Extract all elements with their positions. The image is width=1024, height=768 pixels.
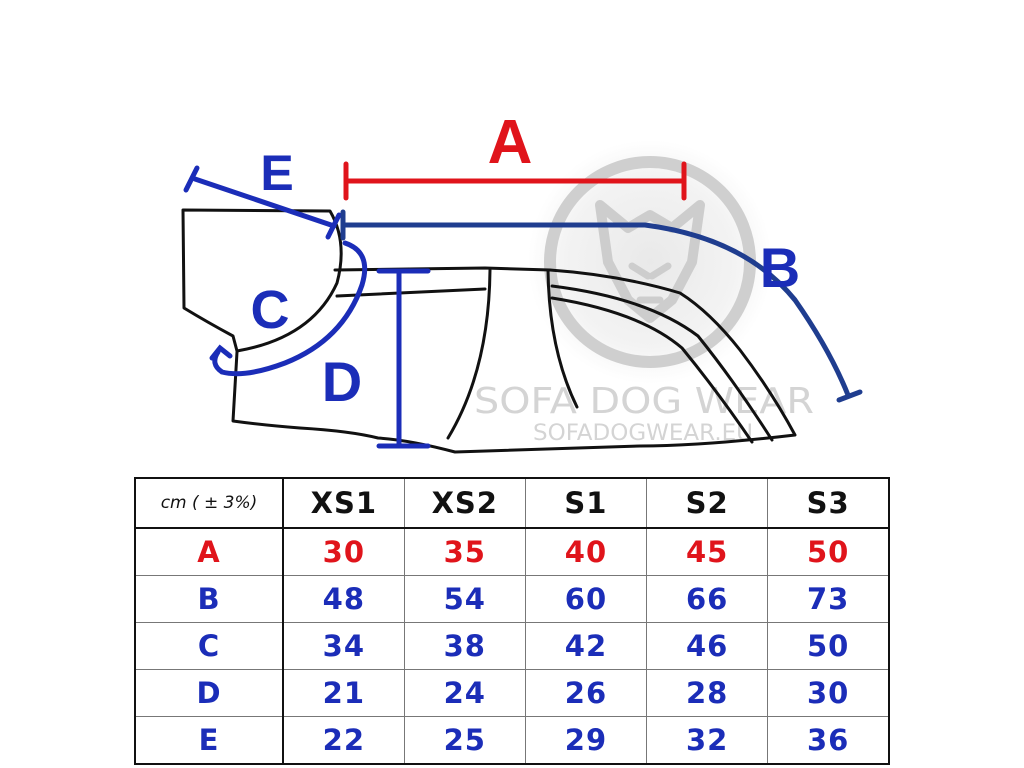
dog-coat-outline <box>181 208 797 454</box>
table-cell: 45 <box>646 527 769 576</box>
label-d: D <box>322 350 362 413</box>
label-c: C <box>251 280 290 340</box>
row-label: D <box>134 669 284 717</box>
table-cell: 50 <box>767 622 890 670</box>
hem-inner-line-2 <box>550 296 754 444</box>
size-header-row: cm ( ± 3%) XS1 XS2 S1 S2 S3 <box>134 477 890 529</box>
size-diagram: SOFA DOG WEAR SOFADOGWEAR.EU E A B C <box>181 108 863 454</box>
neck-band-line <box>335 287 487 298</box>
table-row: D 21 24 26 28 30 <box>134 669 890 717</box>
measure-a <box>343 161 687 201</box>
collar-outline <box>181 208 343 353</box>
table-cell: 32 <box>646 716 769 765</box>
table-row: E 22 25 29 32 36 <box>134 716 890 765</box>
table-cell: 29 <box>524 716 648 765</box>
leg-seam-front <box>446 268 492 440</box>
measure-d <box>376 268 431 449</box>
table-cell: 28 <box>646 669 769 717</box>
label-e: E <box>260 145 293 201</box>
table-cell: 66 <box>646 575 769 623</box>
row-label: E <box>134 716 284 765</box>
table-row: C 34 38 42 46 50 <box>134 622 890 670</box>
row-label: B <box>134 575 284 623</box>
table-cell: 40 <box>524 527 648 576</box>
dog-face-icon-detail <box>628 262 672 304</box>
table-cell: 48 <box>282 575 405 623</box>
table-cell: 54 <box>403 575 526 623</box>
label-a: A <box>488 108 533 177</box>
table-cell: 46 <box>646 622 769 670</box>
size-header: S3 <box>767 477 890 529</box>
table-cell: 36 <box>767 716 890 765</box>
label-b: B <box>760 236 800 299</box>
watermark-glow <box>528 140 772 384</box>
row-label: A <box>134 527 284 576</box>
size-header: S2 <box>646 477 769 529</box>
table-cell: 34 <box>282 622 405 670</box>
size-table: cm ( ± 3%) XS1 XS2 S1 S2 S3 A 30 35 40 4… <box>134 477 890 765</box>
table-cell: 30 <box>282 527 405 576</box>
coat-body-outline <box>231 266 797 454</box>
size-header: XS1 <box>282 477 405 529</box>
row-label: C <box>134 622 284 670</box>
dog-face-icon <box>595 200 705 323</box>
table-cell: 26 <box>524 669 648 717</box>
table-cell: 35 <box>403 527 526 576</box>
table-cell: 25 <box>403 716 526 765</box>
table-cell: 22 <box>282 716 405 765</box>
table-cell: 21 <box>282 669 405 717</box>
table-cell: 73 <box>767 575 890 623</box>
leg-seam-rear <box>546 268 579 409</box>
table-cell: 24 <box>403 669 526 717</box>
table-cell: 50 <box>767 527 890 576</box>
table-cell: 38 <box>403 622 526 670</box>
measure-c <box>209 240 368 377</box>
table-row: B 48 54 60 66 73 <box>134 575 890 623</box>
table-cell: 60 <box>524 575 648 623</box>
watermark-brand: SOFA DOG WEAR <box>474 381 814 422</box>
size-header: S1 <box>524 477 648 529</box>
size-header: XS2 <box>403 477 526 529</box>
measure-e <box>183 165 342 240</box>
hem-inner-line <box>550 284 774 442</box>
table-row: A 30 35 40 45 50 <box>134 527 890 576</box>
table-cell: 42 <box>524 622 648 670</box>
table-cell: 30 <box>767 669 890 717</box>
unit-label: cm ( ± 3%) <box>134 477 284 529</box>
measure-b <box>340 209 863 403</box>
